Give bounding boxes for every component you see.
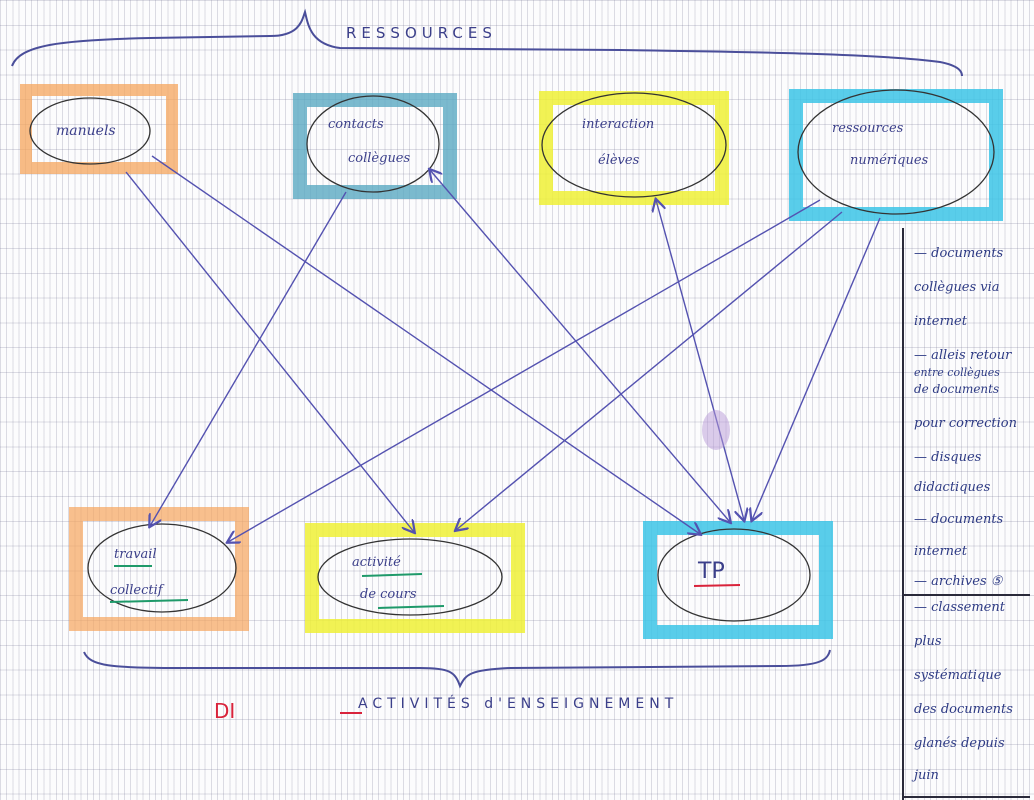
side-notes: — documents collègues via internet — all…: [902, 228, 1032, 800]
arrow-contacts-tp: [430, 170, 730, 522]
di-label: DI: [214, 699, 235, 723]
arrow-numeriques-tp: [752, 217, 881, 520]
notes-box: — classement plus systématique des docum…: [904, 594, 1030, 798]
note-line: — disques: [914, 450, 982, 465]
arrow-contacts-travail: [150, 191, 347, 526]
activite-underline-2: [377, 605, 445, 609]
travail-highlight: [69, 507, 249, 631]
arrow-numeriques-activite: [456, 211, 843, 530]
interaction-label-2: élèves: [598, 153, 640, 168]
note-line: pour correction: [914, 416, 1017, 431]
note-line: — documents: [914, 512, 1004, 527]
note-line: de documents: [914, 382, 1000, 396]
activite-label-1: activité: [352, 555, 401, 570]
note-line: juin: [914, 768, 939, 783]
travail-label-1: travail: [114, 547, 157, 562]
note-line: didactiques: [914, 480, 991, 495]
interaction-node: [541, 92, 727, 198]
note-line: — documents: [914, 246, 1004, 261]
interaction-label-1: interaction: [582, 117, 654, 132]
contacts-node: [306, 95, 440, 193]
note-line: entre collègues: [914, 366, 1000, 379]
activite-underline-1: [361, 573, 423, 577]
manuels-label: manuels: [56, 123, 116, 139]
manuels-highlight: [20, 84, 178, 174]
activities-title: ACTIVITÉS d'ENSEIGNEMENT: [358, 695, 678, 712]
resources-title: RESSOURCES: [346, 24, 497, 42]
travail-underline-2: [109, 599, 189, 603]
manuels-node: [29, 97, 151, 165]
resources-brace: [11, 8, 963, 77]
activite-node: [317, 538, 503, 616]
activite-label-2: de cours: [360, 587, 417, 602]
note-line: plus: [914, 634, 942, 649]
note-line: systématique: [914, 668, 1002, 683]
numeriques-label-2: numériques: [850, 153, 929, 168]
contacts-label-1: contacts: [328, 117, 384, 132]
note-line: — archives ⑤: [914, 574, 1003, 589]
tp-highlight: [643, 521, 833, 639]
arrow-interaction-tp: [656, 200, 744, 520]
activities-brace: [83, 649, 831, 689]
note-line: collègues via: [914, 280, 1000, 295]
note-line: internet: [914, 314, 967, 329]
arrow-manuels-tp: [151, 155, 700, 534]
tp-underline: [693, 584, 741, 587]
tp-label: TP: [697, 559, 725, 584]
note-line: — classement: [914, 600, 1005, 615]
note-line: — alleis retour: [914, 348, 1012, 363]
arrow-numeriques-travail: [228, 199, 821, 542]
travail-node: [87, 523, 237, 613]
note-line: des documents: [914, 702, 1013, 717]
travail-label-2: collectif: [110, 583, 165, 598]
numeriques-label-1: ressources: [832, 121, 904, 136]
tp-node: [657, 528, 811, 622]
activite-highlight: [305, 523, 525, 633]
ink-smudge: [702, 410, 730, 450]
numeriques-node: [797, 89, 995, 215]
note-line: internet: [914, 544, 967, 559]
note-line: glanés depuis: [914, 736, 1005, 751]
arrow-manuels-activite: [125, 171, 414, 532]
contacts-label-2: collègues: [348, 151, 411, 166]
